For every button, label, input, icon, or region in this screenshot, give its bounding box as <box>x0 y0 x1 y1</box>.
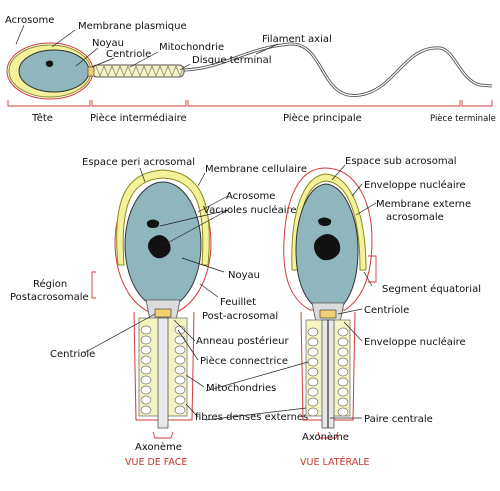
label-espace-sub-acrosomal: Espace sub acrosomal <box>345 156 457 167</box>
label-mitochondries: Mitochondries <box>206 383 276 394</box>
label-tete: Tête <box>31 112 53 124</box>
front-axoneme <box>157 317 169 429</box>
label-region-line2: Postacrosomale <box>10 292 89 303</box>
label-mitochondrie: Mitochondrie <box>159 42 224 53</box>
label-feuillet-line1: Feuillet <box>220 297 256 308</box>
label-top-noyau: Noyau <box>92 38 124 49</box>
front-mitochondria-column-left <box>140 325 152 415</box>
segment-equatorial-bracket <box>368 255 377 283</box>
lateral-vacuole-small <box>318 217 332 226</box>
label-front-acrosome: Acrosome <box>226 191 275 202</box>
front-mitochondria-column-right <box>174 325 186 415</box>
label-vue-laterale: VUE LATÉRALE <box>300 456 370 468</box>
label-piece-terminale: Pièce terminale <box>430 113 496 124</box>
lateral-centriole <box>319 309 337 319</box>
front-vacuole-large <box>148 235 171 259</box>
label-vue-de-face: VUE DE FACE <box>125 457 187 468</box>
label-piece-connectrice: Pièce connectrice <box>200 355 288 367</box>
label-top-centriole: Centriole <box>106 49 151 60</box>
label-enveloppe-nucleaire-top: Enveloppe nucléaire <box>364 179 466 191</box>
head-nucleus <box>18 49 90 93</box>
label-front-centriole: Centriole <box>50 349 95 360</box>
midpiece-helix <box>95 64 185 78</box>
label-anneau-posterieur: Anneau postérieur <box>196 335 289 347</box>
label-noyau: Noyau <box>228 270 260 281</box>
lateral-acrosome <box>291 173 367 271</box>
label-fibres-denses: fibres denses externes <box>195 412 308 423</box>
front-vacuole-small <box>146 219 160 228</box>
front-centriole <box>154 308 172 318</box>
lateral-view-figure: Espace sub acrosomal Enveloppe nucléaire… <box>205 156 481 468</box>
label-lateral-centriole: Centriole <box>364 305 409 316</box>
front-axoneme-bracket <box>152 431 174 439</box>
label-membrane-externe-line1: Membrane externe <box>376 199 471 210</box>
label-lateral-axoneme: Axonème <box>302 431 349 443</box>
label-filament-axial: Filament axial <box>262 34 332 45</box>
label-membrane-plasmique: Membrane plasmique <box>78 21 187 32</box>
top-centriole <box>87 66 95 77</box>
lateral-axoneme-bracket <box>317 431 339 439</box>
whole-spermatozoon-figure: Acrosome Membrane plasmique Noyau Centri… <box>5 15 496 124</box>
head-vacuole <box>45 60 54 67</box>
label-paire-centrale: Paire centrale <box>364 414 433 425</box>
tail-filament-inner <box>89 43 493 97</box>
lateral-mitochondria-column-left <box>307 327 319 417</box>
front-view-figure: Espace peri acrosomal Membrane cellulair… <box>10 157 308 468</box>
front-acrosome <box>116 169 210 266</box>
label-piece-intermediaire: Pièce intermédiaire <box>90 112 187 124</box>
label-enveloppe-nucleaire-bottom: Enveloppe nucléaire <box>364 336 466 348</box>
label-top-acrosome: Acrosome <box>5 15 54 26</box>
label-disque-terminal: Disque terminal <box>192 55 271 66</box>
label-region-line1: Région <box>33 278 67 290</box>
label-piece-principale: Pièce principale <box>283 112 362 124</box>
label-feuillet-line2: Post-acrosomal <box>202 311 278 322</box>
label-segment-equatorial: Segment équatorial <box>382 283 481 295</box>
lateral-mitochondria-column-right <box>337 327 349 417</box>
lateral-vacuole-large <box>314 234 341 261</box>
label-membrane-cellulaire: Membrane cellulaire <box>205 164 307 175</box>
region-postacrosomale-bracket <box>91 271 96 299</box>
label-front-axoneme: Axonème <box>135 441 182 453</box>
label-espace-peri-acrosomal: Espace peri acrosomal <box>82 157 195 168</box>
label-vacuoles-nucleaires: Vacuoles nucléaires <box>203 204 302 216</box>
label-membrane-externe-line2: acrosomale <box>386 212 444 223</box>
